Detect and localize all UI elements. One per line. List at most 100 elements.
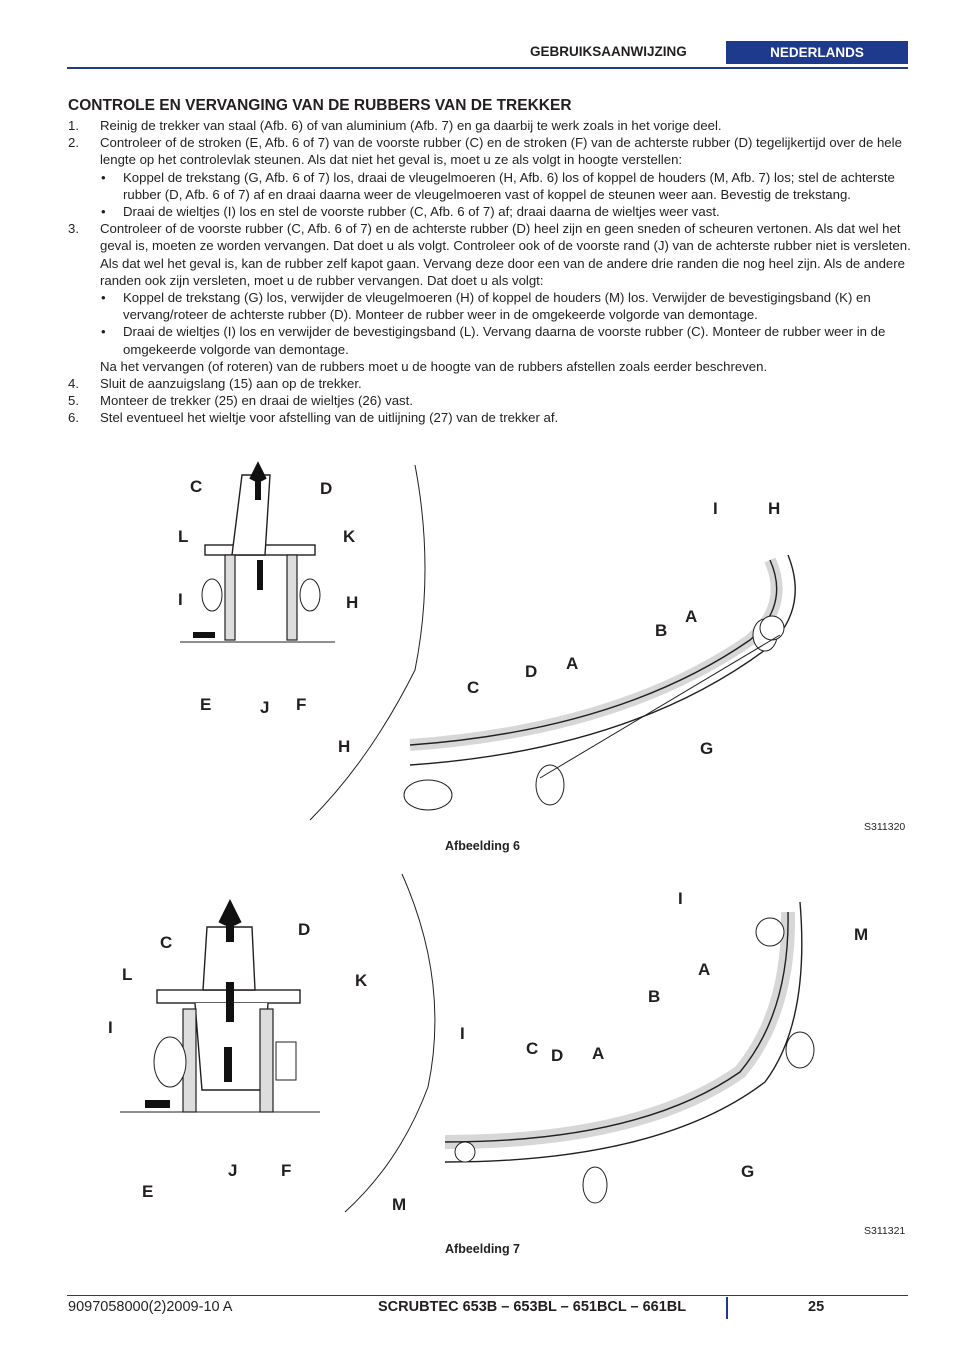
figure-6-code: S311320 xyxy=(864,821,906,833)
label-G: G xyxy=(700,739,713,758)
document-number: 9097058000(2)2009-10 A xyxy=(68,1299,233,1315)
wheel xyxy=(759,615,785,641)
squeegee-body xyxy=(444,911,796,1149)
label-I: I xyxy=(178,590,183,609)
label-J: J xyxy=(228,1161,237,1180)
suction-nozzle xyxy=(231,474,271,556)
wheel xyxy=(785,1031,815,1069)
bullet: • Draai de wieltjes (I) los en stel de vo… xyxy=(68,203,913,220)
label-C: C xyxy=(526,1039,538,1058)
footer-separator xyxy=(726,1297,728,1319)
bullet-dot: • xyxy=(101,169,106,185)
label-C: C xyxy=(467,678,479,697)
figure-7-drawing: C D L K I E J F I M A B I C D A G M xyxy=(108,873,868,1214)
label-L: L xyxy=(178,527,188,546)
header-rule xyxy=(67,67,908,69)
label-A: A xyxy=(698,960,710,979)
label-M: M xyxy=(854,925,868,944)
front-rubber xyxy=(224,554,236,641)
step-number: 2. xyxy=(68,135,79,151)
squeegee-rear-edge xyxy=(409,554,796,766)
label-I: I xyxy=(460,1024,465,1043)
label-K: K xyxy=(355,971,368,990)
label-D: D xyxy=(320,479,332,498)
step-1: 1. Reinig de trekker van staal (Afb. 6) o… xyxy=(68,117,913,134)
label-B: B xyxy=(655,621,667,640)
detail-boundary xyxy=(309,464,426,821)
step-text: Controleer of de voorste rubber (C, Afb.… xyxy=(100,221,911,288)
wing-nut-right xyxy=(299,578,321,612)
label-D: D xyxy=(525,662,537,681)
wheel-left xyxy=(153,1036,187,1088)
section-title: CONTROLE EN VERVANGING VAN DE RUBBERS VA… xyxy=(68,97,572,114)
step-text: Stel eventueel het wieltje voor afstelli… xyxy=(100,410,559,426)
wheel xyxy=(403,779,453,811)
label-F: F xyxy=(281,1161,291,1180)
label-F: F xyxy=(296,695,306,714)
rear-holder xyxy=(275,1041,297,1081)
manual-label: GEBRUIKSAANWIJZING xyxy=(530,44,687,59)
bullet-dot: • xyxy=(101,290,106,306)
step-2: 2. Controleer of de stroken (E, Afb. 6 of… xyxy=(68,134,913,168)
bullet-text: Draai de wieltjes (I) los en verwijder d… xyxy=(123,324,886,357)
step-text: Monteer de trekker (25) en draai de wiel… xyxy=(100,393,413,409)
airflow-arrow xyxy=(249,461,267,500)
bullet-dot: • xyxy=(101,324,106,340)
footer-rule xyxy=(67,1295,908,1296)
label-J: J xyxy=(260,698,269,717)
label-D: D xyxy=(298,920,310,939)
bullet: • Draai de wieltjes (I) los en verwijder … xyxy=(68,323,913,357)
label-C: C xyxy=(190,477,202,496)
step-text: Sluit de aanzuigslang (15) aan op de tre… xyxy=(100,376,362,392)
bullet-text: Koppel de trekstang (G) los, verwijder d… xyxy=(123,290,871,323)
instructions: 1. Reinig de trekker van staal (Afb. 6) o… xyxy=(68,117,913,427)
step-4: 4.Sluit de aanzuigslang (15) aan op de t… xyxy=(68,375,913,392)
label-E: E xyxy=(200,695,211,714)
step-6: 6. Stel eventueel het wieltje voor afstel… xyxy=(68,409,913,426)
label-D: D xyxy=(551,1046,563,1065)
bullet-dot: • xyxy=(101,204,106,220)
step-number: 1. xyxy=(68,118,79,133)
label-I: I xyxy=(678,889,683,908)
figure-7-caption: Afbeelding 7 xyxy=(445,1242,521,1256)
label-G: G xyxy=(741,1162,754,1181)
label-M: M xyxy=(392,1195,406,1214)
label-A: A xyxy=(685,607,697,626)
label-L: L xyxy=(122,965,132,984)
label-A: A xyxy=(592,1044,604,1063)
bullet: • Koppel de trekstang (G, Afb. 6 of 7) lo… xyxy=(68,169,913,203)
squeegee-front-edge xyxy=(444,911,789,1143)
wheel xyxy=(535,764,565,806)
squeegee-rear-edge xyxy=(444,901,803,1163)
label-I: I xyxy=(713,499,718,518)
label-A: A xyxy=(566,654,578,673)
label-C: C xyxy=(160,933,172,952)
detail-boundary xyxy=(344,873,436,1213)
squeegee-body xyxy=(409,557,783,751)
step-number: 6. xyxy=(68,410,79,426)
step-3: 3.Controleer of de voorste rubber (C, Af… xyxy=(68,220,913,289)
label-I: I xyxy=(108,1018,113,1037)
wing-nut-left xyxy=(201,578,223,612)
model-list: SCRUBTEC 653B – 653BL – 651BCL – 661BL xyxy=(378,1299,687,1315)
bullet-text: Koppel de trekstang (G, Afb. 6 of 7) los… xyxy=(123,169,895,202)
figure-6: C D L K I H E J F I H A B A D C H G xyxy=(160,460,920,840)
step-text: Reinig de trekker van staal (Afb. 6) of … xyxy=(100,118,722,133)
label-H: H xyxy=(338,737,350,756)
step-text: Controleer of de stroken (E, Afb. 6 of 7… xyxy=(100,135,902,168)
bullet: • Koppel de trekstang (G) los, verwijder … xyxy=(68,289,913,323)
step-5: 5. Monteer de trekker (25) en draai de wi… xyxy=(68,392,913,409)
rear-rubber xyxy=(259,1008,274,1113)
wheel xyxy=(454,1141,476,1163)
bullet-text: Draai de wieltjes (I) los en stel de voo… xyxy=(123,204,720,220)
label-K: K xyxy=(343,527,356,546)
label-H: H xyxy=(346,593,358,612)
squeegee-front-edge xyxy=(409,559,778,746)
step-3-note: Na het vervangen (of roteren) van de rub… xyxy=(100,358,768,374)
suction-nozzle xyxy=(202,926,256,991)
airflow-arrow xyxy=(218,899,242,942)
figure-7-code: S311321 xyxy=(864,1225,906,1237)
rear-rubber xyxy=(286,554,298,641)
step-number: 5. xyxy=(68,393,79,409)
label-H: H xyxy=(768,499,780,518)
